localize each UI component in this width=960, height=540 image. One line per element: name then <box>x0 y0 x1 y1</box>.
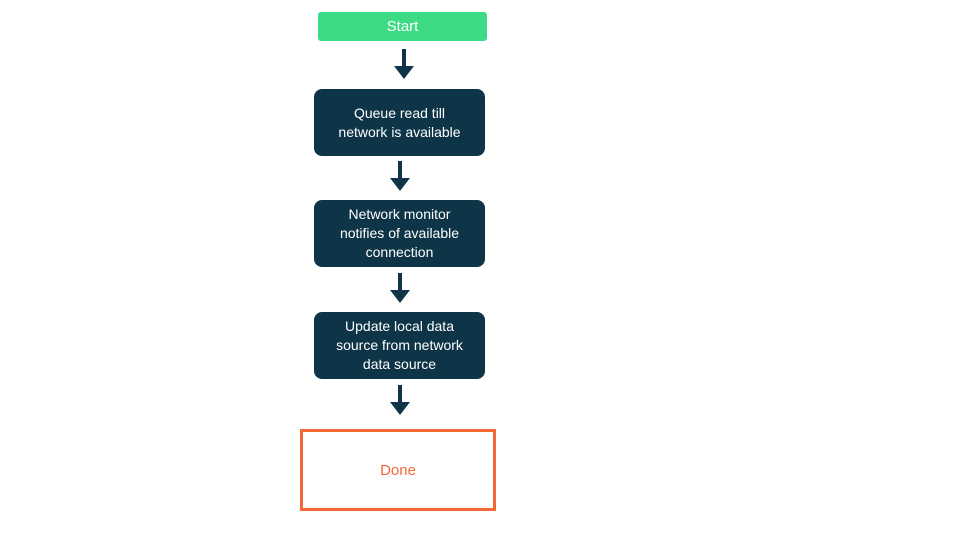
arrow-down-icon <box>390 385 410 415</box>
arrow-head <box>390 178 410 191</box>
arrow-down-icon <box>390 273 410 303</box>
arrow-stem <box>402 49 406 66</box>
flow-node-queue-read-label: Queue read till network is available <box>338 104 461 140</box>
arrow-stem <box>398 161 402 178</box>
arrow-head <box>390 290 410 303</box>
arrow-stem <box>398 385 402 402</box>
flow-node-update-local-label: Update local data source from network da… <box>336 318 463 372</box>
flow-node-done-label: Done <box>380 461 416 479</box>
arrow-stem <box>398 273 402 290</box>
flow-node-start-label: Start <box>386 18 419 35</box>
flow-node-network-monitor-label: Network monitor notifies of available co… <box>339 206 460 260</box>
flow-node-network-monitor: Network monitor notifies of available co… <box>314 200 485 267</box>
flow-node-queue-read: Queue read till network is available <box>314 89 485 156</box>
flow-node-start: Start <box>318 12 487 41</box>
arrow-head <box>390 402 410 415</box>
flow-node-update-local: Update local data source from network da… <box>314 312 485 379</box>
arrow-head <box>394 66 414 79</box>
arrow-down-icon <box>394 49 414 79</box>
arrow-down-icon <box>390 161 410 191</box>
flow-node-done: Done <box>300 429 496 511</box>
